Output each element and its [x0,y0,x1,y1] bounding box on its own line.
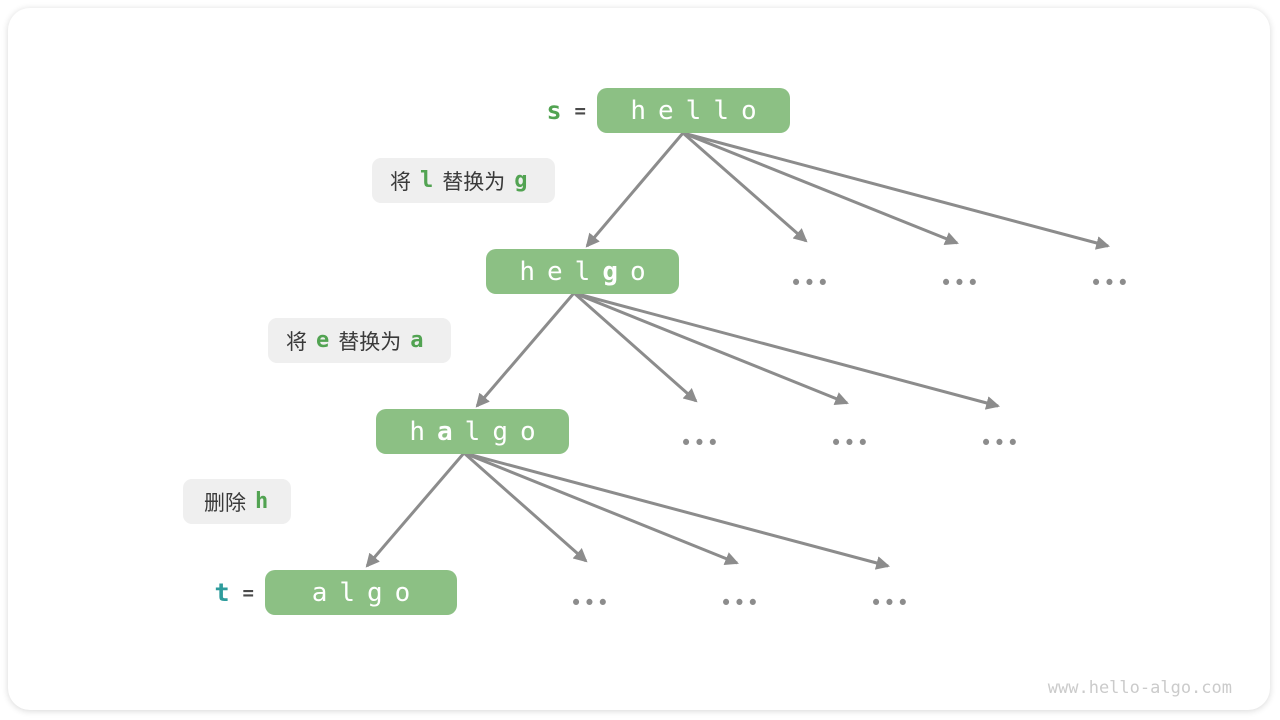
ellipsis-node: ••• [719,591,761,615]
edge-helgo-halgo [475,292,576,408]
edge-halgo-prune-1 [463,451,588,563]
op-text: 将 [286,330,307,354]
var-t: t [214,578,230,607]
node-helgo-char: h [519,256,536,287]
node-algo-char: a [311,577,328,608]
edge-halgo-prune-3 [463,451,891,570]
node-algo-char: l [339,577,355,608]
edge-helgo-prune-3 [573,291,1001,410]
node-halgo-char: h [409,416,426,447]
node-hello-char: o [740,95,757,126]
ellipsis-node: ••• [939,271,981,295]
ellipsis-node: ••• [1089,271,1131,295]
node-hello-char: l [685,95,702,126]
node-helgo: h e l g o [486,249,679,294]
op-char-old: l [420,168,434,193]
node-helgo-char: l [574,256,591,287]
node-helgo-char-changed: g [602,256,618,287]
edge-hello-prune-3 [682,131,1111,250]
edge-halgo-algo [365,452,466,568]
node-helgo-char: e [547,256,563,287]
ellipsis-node: ••• [829,431,871,455]
node-hello: h e l l o [597,88,790,133]
op-text: 删除 [204,491,246,515]
var-label-t: t = [214,570,254,615]
edge-helgo-prune-2 [573,291,849,406]
node-halgo-char: g [492,416,508,447]
node-halgo-char: l [464,416,481,447]
op-text: 替换为 [338,330,402,354]
op-char-new: a [410,328,424,353]
op-text: 将 [390,170,411,194]
ellipsis-node: ••• [679,431,721,455]
node-algo-char: o [394,577,411,608]
node-hello-char: l [713,95,729,126]
node-hello-char: e [658,95,674,126]
equals-sign: = [574,99,586,122]
var-label-s: s = [546,88,586,133]
ellipsis-node: ••• [869,591,911,615]
node-helgo-char: o [629,256,646,287]
node-halgo-char-changed: a [437,416,453,447]
op-char-old: h [255,489,269,514]
node-algo: a l g o [265,570,457,615]
watermark: www.hello-algo.com [1047,678,1232,698]
ellipsis-node: ••• [569,591,611,615]
equals-sign: = [242,581,254,604]
edge-halgo-prune-2 [463,451,739,566]
node-halgo: h a l g o [376,409,569,454]
node-algo-char: g [367,577,383,608]
edge-helgo-prune-1 [573,291,698,403]
op-label-replace-l-g: 将 l 替换为 g [372,158,555,203]
edge-hello-helgo [585,132,685,248]
node-halgo-char: o [519,416,536,447]
var-s: s [546,96,562,125]
ellipsis-node: ••• [789,271,831,295]
op-char-old: e [316,328,330,353]
node-hello-char: h [630,95,647,126]
op-text: 替换为 [442,170,506,194]
op-char-new: g [514,168,528,193]
edge-hello-prune-2 [682,131,959,246]
op-label-delete-h: 删除 h [183,479,292,524]
op-label-replace-e-a: 将 e 替换为 a [268,318,451,363]
edge-hello-prune-1 [682,131,808,243]
ellipsis-node: ••• [979,431,1021,455]
